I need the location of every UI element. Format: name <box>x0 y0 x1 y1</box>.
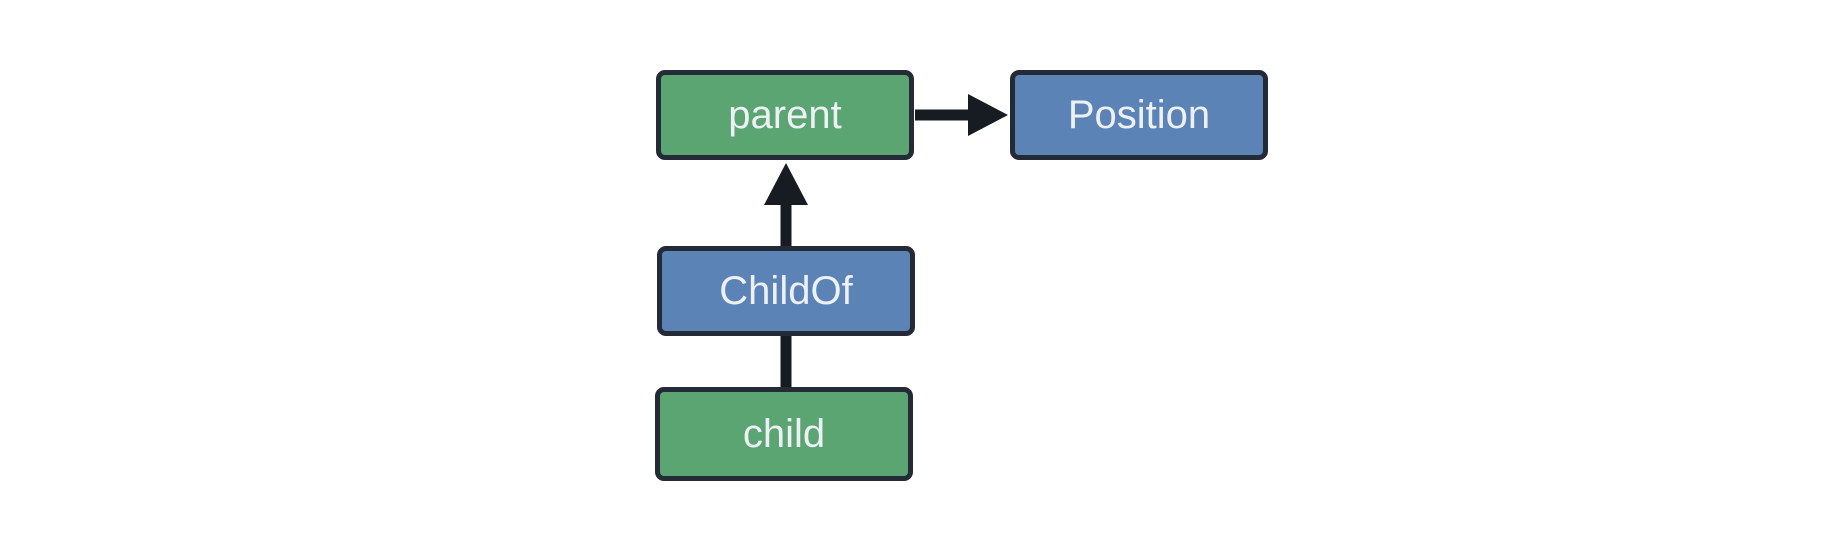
node-childof: ChildOf <box>657 246 915 336</box>
edge-childof-to-parent <box>764 163 808 248</box>
node-parent: parent <box>656 70 914 160</box>
node-child: child <box>655 387 913 481</box>
arrowhead-up-icon <box>764 163 808 205</box>
node-child-label: child <box>742 412 826 456</box>
node-childof-label: ChildOf <box>719 269 853 313</box>
node-position: Position <box>1010 70 1268 160</box>
arrowhead-right-icon <box>968 94 1008 136</box>
node-position-label: Position <box>1067 93 1211 137</box>
edge-parent-to-position <box>915 94 1008 136</box>
node-parent-label: parent <box>728 93 842 137</box>
